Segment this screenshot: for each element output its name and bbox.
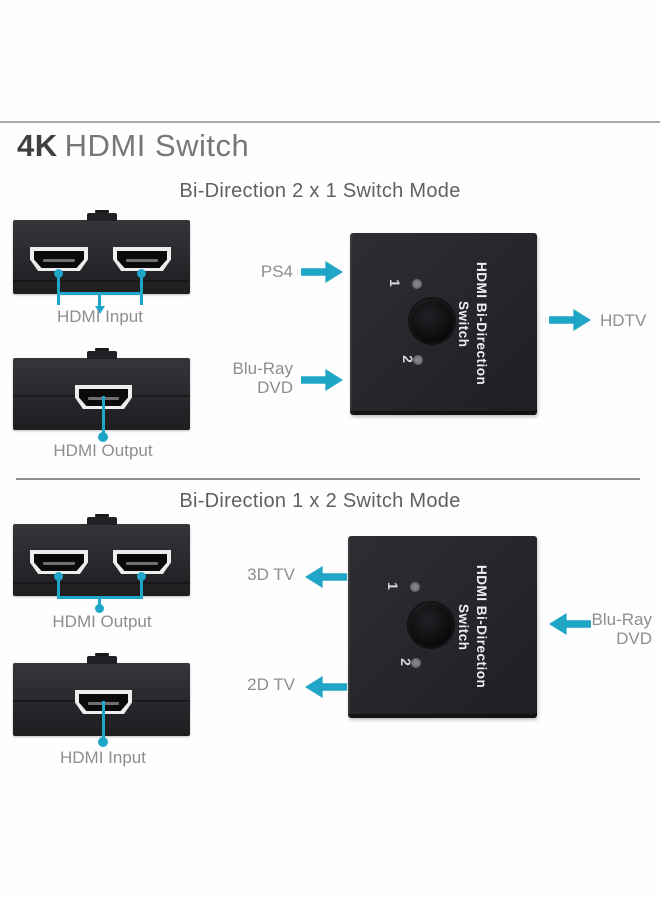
hdmi-port-icon (113, 550, 171, 574)
arrow-left-icon (305, 566, 347, 588)
hdmi-switch-photo: 1 2 HDMI Bi-Direction Switch (348, 536, 537, 718)
tv3d-label: 3D TV (247, 565, 295, 584)
hdmi-switch-photo: 1 2 HDMI Bi-Direction Switch (350, 233, 537, 415)
section-divider (16, 478, 640, 480)
switch-led1 (412, 279, 422, 289)
arrow-down-icon (95, 306, 105, 314)
hdmi-port-icon (30, 247, 88, 271)
arrow-right-icon (301, 369, 343, 391)
callout-line (140, 580, 143, 599)
hdtv-label: HDTV (600, 311, 647, 330)
arrow-left-icon (305, 676, 347, 698)
callout-line (57, 277, 60, 305)
s2-input-label: HDMI Input (60, 748, 146, 767)
callout-dot (54, 572, 63, 581)
s2-output-device-photo (13, 517, 190, 596)
tv2d-label: 2D TV (247, 675, 295, 694)
callout-line (98, 596, 101, 606)
callout-dot (98, 432, 108, 442)
bluray-dvd-label: Blu-Ray DVD (556, 610, 652, 648)
bluray-dvd-label: Blu-Ray DVD (173, 359, 293, 397)
switch-led1 (410, 582, 420, 592)
arrow-right-icon (549, 309, 591, 331)
s1-heading: Bi-Direction 2 x 1 Switch Mode (179, 180, 461, 202)
switch-port1-label: 1 (387, 279, 403, 287)
callout-line (102, 701, 105, 741)
switch-button (410, 299, 454, 343)
hdmi-port-icon (113, 247, 171, 271)
device-tab (86, 351, 117, 359)
callout-dot (137, 572, 146, 581)
callout-dot (95, 604, 104, 613)
s2-heading: Bi-Direction 1 x 2 Switch Mode (179, 490, 461, 512)
switch-port1-label: 1 (385, 582, 401, 590)
switch-led2 (413, 355, 423, 365)
arrow-right-icon (301, 261, 343, 283)
s1-input-device-photo (13, 213, 190, 294)
device-tab (86, 213, 117, 221)
device-seam (13, 280, 190, 282)
callout-line (140, 277, 143, 305)
title-rest: HDMI Switch (64, 128, 250, 163)
switch-brand-text: HDMI Bi-Direction Switch (454, 233, 490, 415)
switch-brand-text: HDMI Bi-Direction Switch (454, 536, 490, 718)
s1-input-label: HDMI Input (57, 307, 143, 326)
s1-output-label: HDMI Output (53, 441, 153, 460)
dvd-line: DVD (616, 629, 652, 648)
switch-brand-line1: HDMI Bi-Direction (474, 262, 489, 386)
s2-input-device-photo (13, 656, 190, 736)
callout-dot (54, 269, 63, 278)
switch-led2 (411, 658, 421, 668)
hdmi-port-icon (30, 550, 88, 574)
ps4-label: PS4 (260, 262, 293, 281)
dvd-line: DVD (257, 378, 293, 397)
switch-brand-line2: Switch (456, 603, 471, 651)
bluray-line: Blu-Ray (591, 610, 652, 629)
callout-line (98, 292, 101, 306)
device-seam (13, 582, 190, 584)
title-strong: 4K (17, 128, 58, 163)
s1-output-device-photo (13, 351, 190, 430)
top-divider (0, 121, 660, 123)
callout-dot (137, 269, 146, 278)
switch-button (409, 603, 453, 647)
switch-brand-line1: HDMI Bi-Direction (474, 565, 489, 689)
callout-dot (98, 737, 108, 747)
bluray-line: Blu-Ray (232, 359, 293, 378)
device-tab (86, 517, 117, 525)
switch-brand-line2: Switch (456, 300, 471, 348)
s2-output-label: HDMI Output (52, 612, 152, 631)
callout-line (57, 580, 60, 599)
device-tab (86, 656, 117, 664)
callout-line (102, 396, 105, 436)
